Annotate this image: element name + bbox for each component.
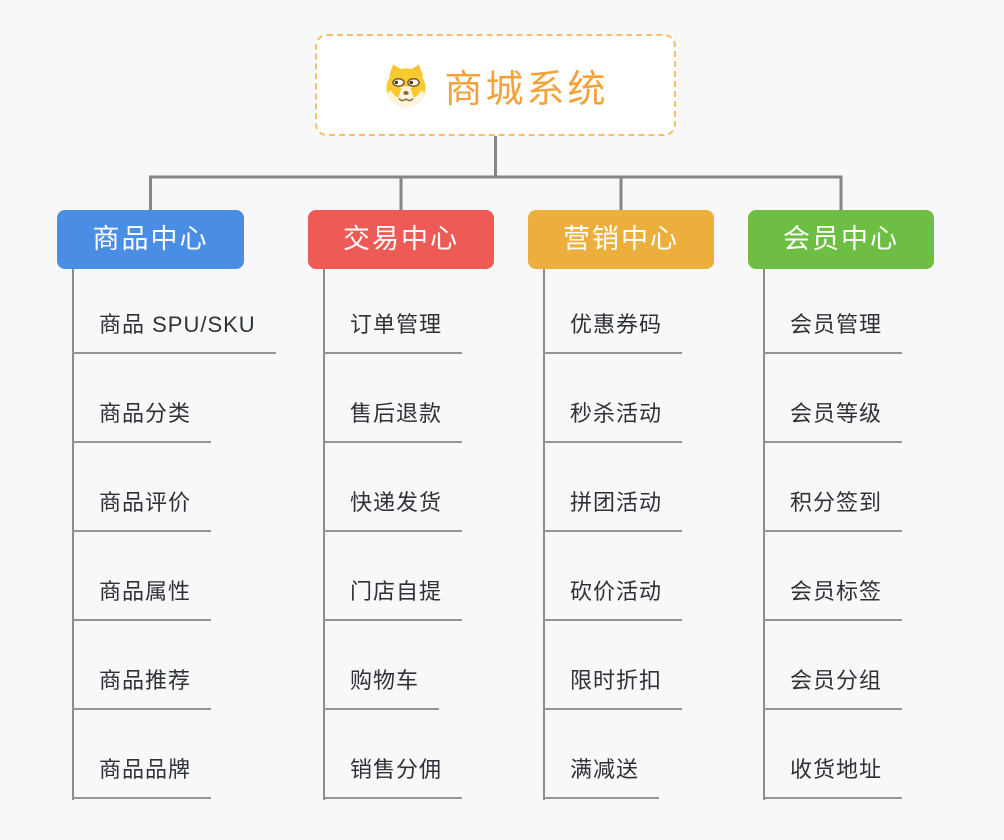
leaf-node[interactable]: 会员标签 — [763, 577, 903, 621]
branch-header-product-center[interactable]: 商品中心 — [57, 210, 244, 269]
leaf-node[interactable]: 会员分组 — [763, 666, 903, 710]
leaf-node[interactable]: 商品 SPU/SKU — [72, 310, 276, 354]
leaf-node[interactable]: 商品分类 — [72, 399, 212, 443]
leaf-node[interactable]: 拼团活动 — [543, 488, 683, 532]
leaf-node[interactable]: 积分签到 — [763, 488, 903, 532]
dog-face-icon — [382, 63, 430, 108]
branch-header-member-center[interactable]: 会员中心 — [748, 210, 934, 269]
leaf-node[interactable]: 满减送 — [543, 755, 660, 799]
root-title: 商城系统 — [444, 68, 609, 111]
leaf-node[interactable]: 售后退款 — [323, 399, 463, 443]
leaf-node[interactable]: 砍价活动 — [543, 577, 683, 621]
leaf-node[interactable]: 商品推荐 — [72, 666, 212, 710]
leaf-node[interactable]: 商品品牌 — [72, 755, 212, 799]
leaf-node[interactable]: 商品评价 — [72, 488, 212, 532]
root-node[interactable]: 商城系统 — [315, 34, 676, 136]
leaf-node[interactable]: 收货地址 — [763, 755, 903, 799]
leaf-node[interactable]: 限时折扣 — [543, 666, 683, 710]
leaf-node[interactable]: 会员等级 — [763, 399, 903, 443]
leaf-node[interactable]: 秒杀活动 — [543, 399, 683, 443]
leaf-node[interactable]: 门店自提 — [323, 577, 463, 621]
leaf-node[interactable]: 会员管理 — [763, 310, 903, 354]
leaf-node[interactable]: 优惠券码 — [543, 310, 683, 354]
leaf-node[interactable]: 商品属性 — [72, 577, 212, 621]
leaf-node[interactable]: 订单管理 — [323, 310, 463, 354]
leaf-node[interactable]: 购物车 — [323, 666, 440, 710]
branch-header-marketing-center[interactable]: 营销中心 — [528, 210, 714, 269]
leaf-node[interactable]: 快递发货 — [323, 488, 463, 532]
leaf-node[interactable]: 销售分佣 — [323, 755, 463, 799]
branch-header-trade-center[interactable]: 交易中心 — [308, 210, 494, 269]
